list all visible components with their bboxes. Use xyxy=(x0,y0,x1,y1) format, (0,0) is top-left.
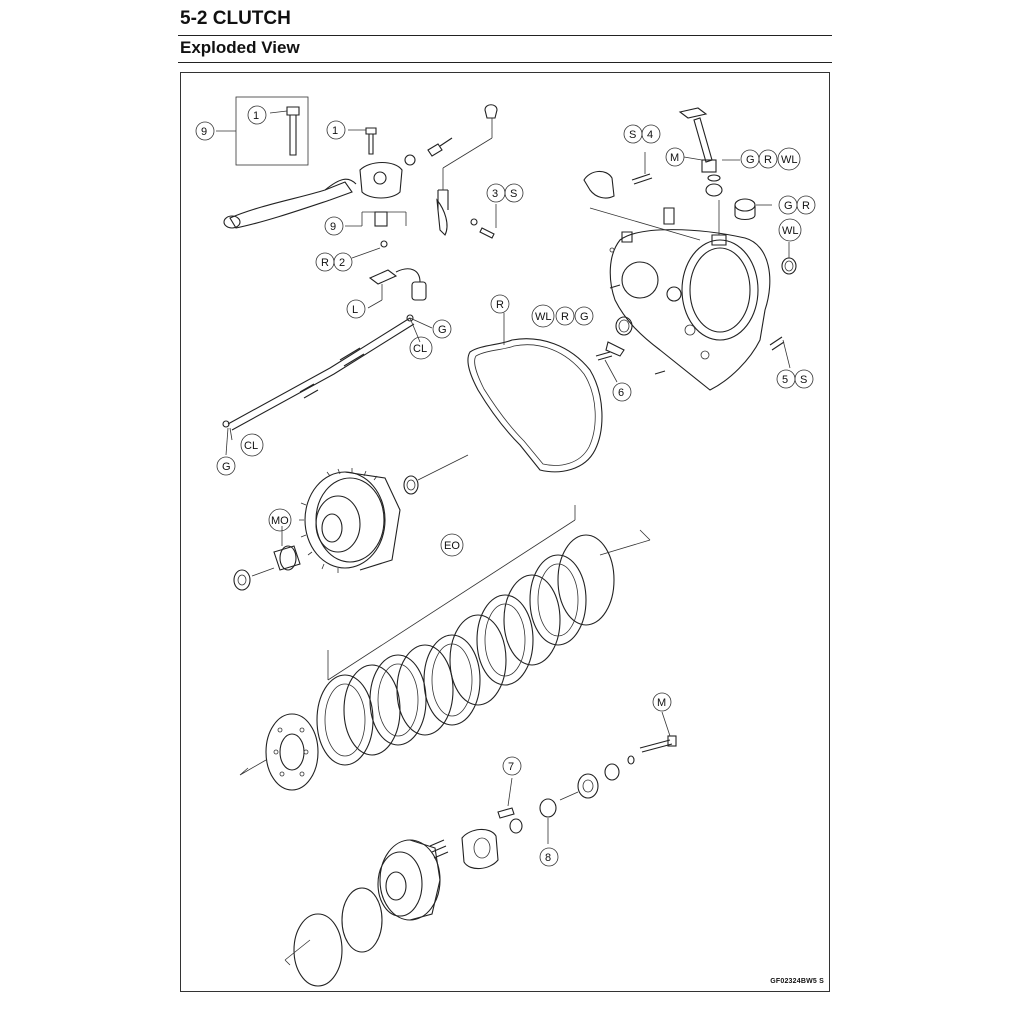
subtitle-rule xyxy=(178,62,832,63)
pressure-plate xyxy=(239,713,319,791)
section-title: 5-2 CLUTCH xyxy=(180,8,291,29)
callout-text: CL xyxy=(413,343,427,355)
callout-3-S: 3 S xyxy=(486,183,524,203)
callout-text: R xyxy=(764,154,772,166)
callout-text: WL xyxy=(781,154,798,166)
oil-filler-cap xyxy=(734,198,772,221)
cover-bracket xyxy=(583,152,653,199)
callout-G-R-cap: G R xyxy=(778,195,816,215)
callout-text: S xyxy=(510,188,517,200)
callout-L: L xyxy=(346,299,366,319)
callout-text: WL xyxy=(535,311,552,323)
clutch-switch-and-bolts xyxy=(404,104,498,239)
callout-text: R xyxy=(321,257,329,269)
callout-1-inset: 1 xyxy=(247,105,267,125)
callout-MO: MO xyxy=(268,508,292,532)
sleeve-and-washer xyxy=(233,526,301,591)
lever-inset-box xyxy=(216,96,309,166)
callouts: 9 1 1 9 R 2 3 S L G CL CL G S 4 M G R WL… xyxy=(195,105,816,867)
cover-bolt xyxy=(769,336,791,369)
callout-text: R xyxy=(496,299,504,311)
callout-CL-top: CL xyxy=(409,336,433,360)
diagram-frame xyxy=(180,72,830,992)
callout-text: WL xyxy=(782,225,799,237)
callout-R-2: R 2 xyxy=(315,252,353,272)
callout-text: G xyxy=(784,200,793,212)
callout-G-cable-bottom: G xyxy=(216,456,236,476)
push-rod-assembly xyxy=(539,711,677,844)
callout-R-gasket: R xyxy=(490,294,510,314)
cover-gasket xyxy=(467,313,603,473)
callout-text: 1 xyxy=(253,110,259,122)
figure-code: GF02324BW5 S xyxy=(770,978,824,985)
callout-1-lever: 1 xyxy=(326,120,346,140)
clutch-lever xyxy=(223,178,357,229)
callout-text: CL xyxy=(244,440,258,452)
callout-text: MO xyxy=(271,515,289,527)
hub-rings xyxy=(284,887,383,987)
title-rule xyxy=(178,35,832,36)
oil-seal-right xyxy=(781,242,797,275)
callout-EO: EO xyxy=(440,533,464,557)
spring-bolt-and-plate xyxy=(429,777,523,870)
callout-9-lower: 9 xyxy=(324,216,344,236)
callout-text: 6 xyxy=(618,387,624,399)
callout-text: 8 xyxy=(545,852,551,864)
callout-text: 1 xyxy=(332,125,338,137)
callout-text: EO xyxy=(444,540,460,552)
callout-text: G xyxy=(580,311,589,323)
clutch-cable xyxy=(222,314,433,456)
page-subtitle: Exploded View xyxy=(180,38,300,57)
callout-text: 3 xyxy=(492,188,498,200)
callout-text: M xyxy=(657,697,666,709)
callout-9-top: 9 xyxy=(195,121,215,141)
callout-WL-R-G: WL R G xyxy=(531,304,594,328)
callout-text: G xyxy=(438,324,447,336)
callout-text: L xyxy=(352,304,358,316)
callout-5-S: 5 S xyxy=(776,369,814,389)
callout-text: 9 xyxy=(201,126,207,138)
callout-7: 7 xyxy=(502,756,522,776)
release-shaft xyxy=(678,107,740,197)
callout-M-shaft: M xyxy=(665,147,685,167)
callout-G-R-WL-top: G R WL xyxy=(740,147,801,171)
callout-text: 5 xyxy=(782,374,788,386)
clutch-cover xyxy=(589,200,771,391)
clutch-hub xyxy=(377,839,441,921)
callout-CL-bottom: CL xyxy=(240,433,264,457)
callout-8: 8 xyxy=(539,847,559,867)
callout-text: M xyxy=(670,152,679,164)
callout-text: R xyxy=(802,200,810,212)
lever-holder xyxy=(345,127,407,259)
oil-seal-and-retainer xyxy=(595,316,633,383)
callout-text: S xyxy=(800,374,807,386)
callout-text: S xyxy=(629,129,636,141)
callout-text: 9 xyxy=(330,221,336,233)
callout-text: G xyxy=(222,461,231,473)
callout-M-bolt: M xyxy=(652,692,672,712)
clutch-switch xyxy=(367,268,427,309)
callout-text: 2 xyxy=(339,257,345,269)
callout-WL-seal: WL xyxy=(778,218,802,242)
callout-S-4: S 4 xyxy=(623,124,661,144)
clutch-housing xyxy=(299,454,469,573)
clutch-plate-stack xyxy=(316,505,651,766)
callout-text: 7 xyxy=(508,761,514,773)
callout-G-cable-top: G xyxy=(432,319,452,339)
callout-text: 4 xyxy=(647,129,653,141)
callout-text: G xyxy=(746,154,755,166)
callout-6: 6 xyxy=(612,382,632,402)
callout-text: R xyxy=(561,311,569,323)
